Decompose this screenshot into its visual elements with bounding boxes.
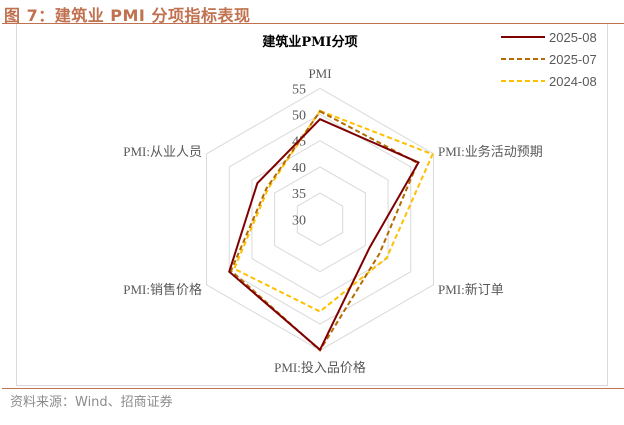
series-2024-08 — [232, 109, 434, 313]
series-group — [228, 109, 434, 352]
source-note: 资料来源：Wind、招商证券 — [10, 395, 173, 410]
grid-ring — [228, 113, 412, 325]
legend: 2025-08 2025-07 2024-08 — [501, 30, 597, 89]
series-2025-08 — [228, 118, 420, 352]
axis-label: PMI:投入品价格 — [274, 360, 366, 375]
tick-label: 40 — [292, 161, 306, 176]
radar-grid — [206, 87, 434, 351]
axis-label: PMI:从业人员 — [123, 144, 202, 159]
axis-label: PMI:业务活动预期 — [438, 144, 543, 159]
chart-frame — [16, 24, 608, 386]
tick-label: 50 — [292, 109, 306, 124]
axis-label: PMI:新订单 — [438, 282, 504, 297]
figure-title: 图 7：建筑业 PMI 分项指标表现 — [4, 6, 251, 25]
grid-ring — [274, 166, 366, 273]
grid-ring — [296, 192, 344, 247]
tick-label: 55 — [292, 82, 306, 97]
axis-label: PMI:销售价格 — [123, 282, 202, 297]
legend-label: 2025-08 — [549, 30, 597, 45]
axis-label: PMI — [308, 66, 331, 81]
source-divider — [2, 388, 624, 389]
chart-title: 建筑业PMI分项 — [262, 34, 357, 50]
legend-label: 2025-07 — [549, 52, 597, 67]
series-2025-07 — [229, 110, 419, 352]
tick-label: 30 — [292, 213, 306, 228]
title-divider — [2, 23, 624, 24]
grid-ring — [251, 140, 389, 299]
axis-labels: PMI PMI:业务活动预期 PMI:新订单 PMI:投入品价格 PMI:销售价格 PMI… — [123, 66, 542, 375]
grid-ring — [206, 87, 434, 351]
tick-label: 35 — [292, 187, 306, 202]
legend-label: 2024-08 — [549, 74, 597, 89]
